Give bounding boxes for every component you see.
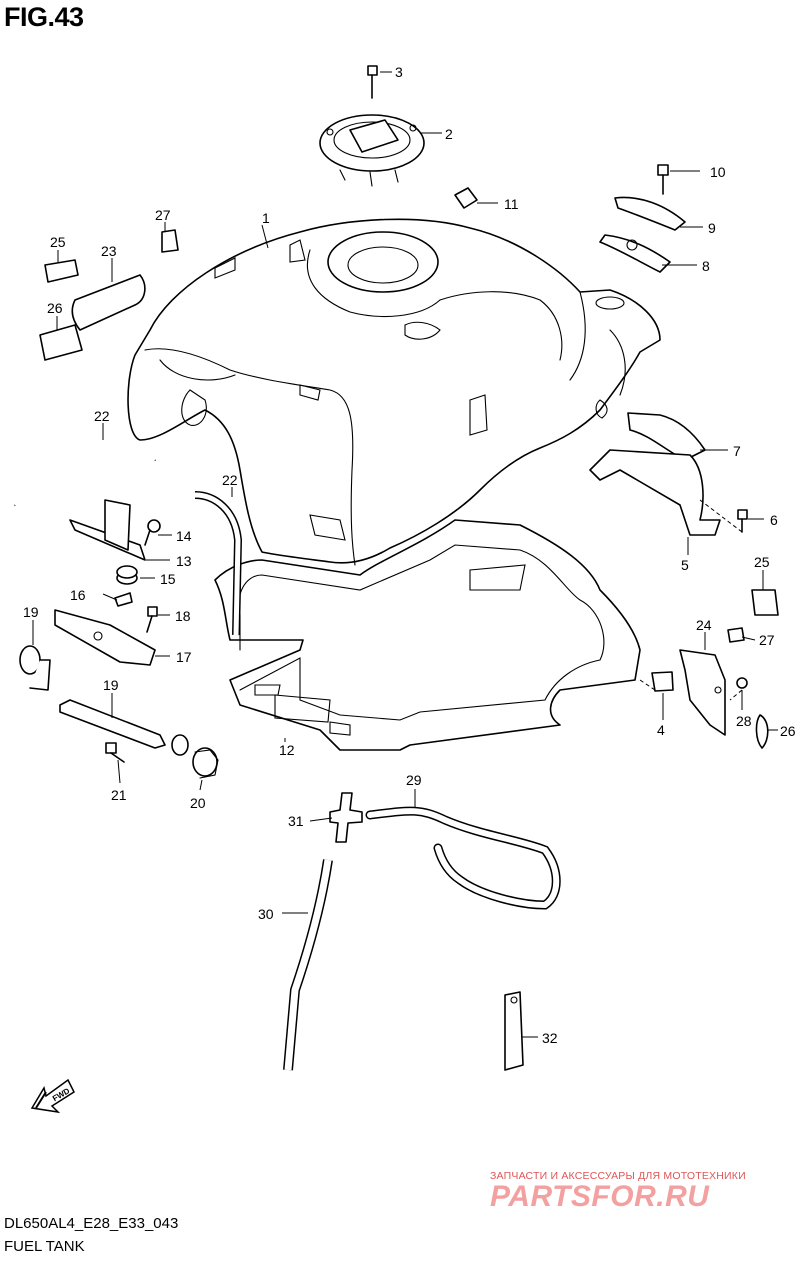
- callout-20: 20: [190, 795, 206, 811]
- callout-16: 16: [70, 587, 86, 603]
- callout-3: 3: [395, 64, 403, 80]
- callout-27-left: 27: [155, 207, 171, 223]
- grommet-part-4: [651, 671, 674, 692]
- clip-part-27-right: [727, 627, 745, 643]
- watermark-logo: PARTSFOR.RU: [490, 1180, 710, 1213]
- diagram-caption: FUEL TANK: [4, 1238, 85, 1255]
- bracket-part-17: [54, 609, 156, 666]
- bracket-part-13: [69, 499, 146, 561]
- bolt-part-21: [105, 742, 125, 763]
- forward-direction-arrow: FWD: [30, 1078, 75, 1114]
- callout-17: 17: [176, 649, 192, 665]
- callout-1: 1: [262, 210, 270, 226]
- callout-13: 13: [176, 553, 192, 569]
- callout-4: 4: [657, 722, 665, 738]
- callout-12: 12: [279, 742, 295, 758]
- watermark-tagline: ЗАПЧАСТИ И АКСЕССУАРЫ ДЛЯ МОТОТЕХНИКИ: [490, 1170, 746, 1182]
- callout-26-right: 26: [780, 723, 796, 739]
- strap-part-19-lower: [59, 699, 189, 756]
- callout-28: 28: [736, 713, 752, 729]
- gasket-part-12: [214, 514, 641, 751]
- callout-8: 8: [702, 258, 710, 274]
- hose-part-22-center: [194, 491, 243, 636]
- callout-2: 2: [445, 126, 453, 142]
- callout-7: 7: [733, 443, 741, 459]
- label-part-25-left: [44, 259, 79, 283]
- bracket-part-5: [589, 449, 721, 536]
- cushion-part-11: [454, 187, 478, 209]
- callout-15: 15: [160, 571, 176, 587]
- hose-part-29: [365, 806, 561, 910]
- callout-11: 11: [504, 196, 519, 212]
- callout-25-right: 25: [754, 554, 770, 570]
- dashed-reference-lines: [639, 499, 743, 701]
- callout-19-upper: 19: [23, 604, 39, 620]
- callout-5: 5: [681, 557, 689, 573]
- cushion-part-15: [116, 565, 138, 585]
- bolt-part-10: [657, 164, 669, 195]
- fuel-tank-part-1: [127, 218, 661, 566]
- callout-22-center: 22: [222, 472, 238, 488]
- callout-21: 21: [111, 787, 127, 803]
- callout-32: 32: [542, 1030, 558, 1046]
- callout-27-right: 27: [759, 632, 775, 648]
- hose-part-22-left: [12, 437, 157, 507]
- callout-24: 24: [696, 617, 712, 633]
- leader-lines: [32, 71, 778, 1038]
- plate-part-8: [599, 234, 671, 273]
- bolt-part-18: [146, 606, 158, 633]
- callout-10: 10: [710, 164, 726, 180]
- cover-part-23: [71, 274, 146, 331]
- screw-part-3: [367, 65, 378, 99]
- bracket-part-9: [614, 196, 686, 231]
- fuel-cap-part-2: [319, 114, 425, 187]
- callout-30: 30: [258, 906, 274, 922]
- callout-9: 9: [708, 220, 716, 236]
- callout-19-lower: 19: [103, 677, 119, 693]
- callout-31: 31: [288, 813, 304, 829]
- callout-25-left: 25: [50, 234, 66, 250]
- label-part-25-right: [751, 589, 779, 616]
- damper-part-19-upper: [19, 645, 51, 691]
- bolt-part-6: [737, 509, 748, 533]
- callout-22-left: 22: [94, 408, 110, 424]
- figure-title: FIG.43: [4, 2, 84, 32]
- callout-18: 18: [175, 608, 191, 624]
- nut-part-28: [736, 677, 748, 689]
- callout-29: 29: [406, 772, 422, 788]
- bolt-part-14: [144, 519, 161, 546]
- washer-part-16: [114, 592, 133, 607]
- pad-part-26-right: [755, 714, 769, 749]
- pad-part-26-left: [39, 324, 83, 361]
- cover-part-24: [679, 649, 726, 736]
- hose-part-30: [283, 859, 333, 1071]
- model-code: DL650AL4_E28_E33_043: [4, 1215, 179, 1232]
- callout-23: 23: [101, 243, 117, 259]
- callout-14: 14: [176, 528, 192, 544]
- joint-part-31: [329, 792, 363, 843]
- callout-6: 6: [770, 512, 778, 528]
- clip-part-27-left: [161, 229, 179, 253]
- clamp-part-32: [504, 991, 524, 1071]
- cushion-part-20: [192, 747, 219, 779]
- callout-26-left: 26: [47, 300, 63, 316]
